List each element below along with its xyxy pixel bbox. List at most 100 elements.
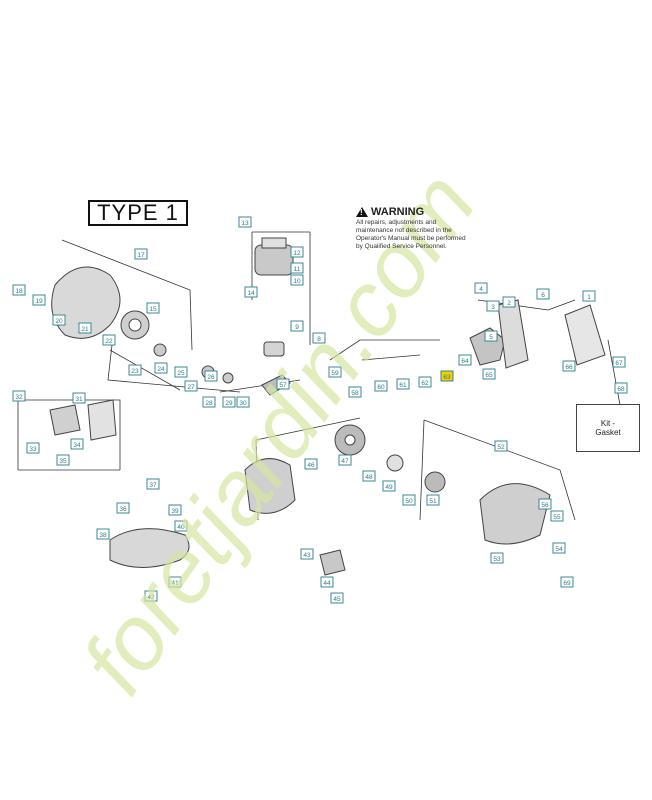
callout-64: 64 [458,354,472,366]
callout-number: 10 [293,278,301,285]
callout-22: 22 [102,334,116,346]
callout-23: 23 [128,364,142,376]
callout-box [290,246,304,258]
callout-number: 6 [541,292,545,299]
callout-box [474,282,488,294]
callout-box [536,288,550,300]
callout-28: 28 [202,396,216,408]
callout-number: 44 [323,580,331,587]
callout-number: 14 [247,290,255,297]
callout-number: 60 [377,384,385,391]
callout-box [328,366,342,378]
muffler-cover-part [564,304,606,366]
callout-box [146,302,160,314]
kit-line-1: Kit - [600,419,616,428]
callout-number: 57 [279,382,287,389]
callout-number: 37 [149,482,157,489]
callout-number: 2 [507,300,511,307]
warning-triangle-icon [356,207,368,217]
clutch-drum-part [386,454,404,472]
callout-box [56,454,70,466]
callout-number: 42 [147,594,155,601]
callout-box [174,366,188,378]
callout-number: 59 [331,370,339,377]
callout-box [202,396,216,408]
callout-number: 56 [541,502,549,509]
callout-number: 5 [489,334,493,341]
callout-box [72,392,86,404]
callout-box [426,494,440,506]
callout-box [134,248,148,260]
callout-number: 15 [149,306,157,313]
callout-number: 54 [555,546,563,553]
callout-box [290,262,304,274]
callout-box [244,286,258,298]
callout-box [26,442,40,454]
callout-number: 51 [429,498,437,505]
callout-number: 32 [15,394,23,401]
callout-36: 36 [116,502,130,514]
callout-68: 68 [614,382,628,394]
callout-box [290,274,304,286]
callout-box [102,334,116,346]
callout-number: 45 [333,596,341,603]
callout-number: 34 [73,442,81,449]
callout-box [204,370,218,382]
callout-number: 58 [351,390,359,397]
callout-number: 12 [293,250,301,257]
callout-number: 28 [205,400,213,407]
callout-number: 61 [399,382,407,389]
callout-63: 63 [440,370,454,382]
kit-gasket-box: Kit - Gasket [576,404,640,452]
callout-67: 67 [612,356,626,368]
callout-42: 42 [144,590,158,602]
callout-number: 19 [35,298,43,305]
callout-box [12,390,26,402]
callout-box [184,380,198,392]
callout-box [418,376,432,388]
callout-number: 35 [59,458,67,465]
callout-20: 20 [52,314,66,326]
callout-box [374,380,388,392]
callout-53: 53 [490,552,504,564]
callout-45: 45 [330,592,344,604]
callout-number: 8 [317,336,321,343]
callout-17: 17 [134,248,148,260]
callout-number: 50 [405,498,413,505]
callout-27: 27 [184,380,198,392]
throttle-trigger-part [49,404,81,436]
callout-15: 15 [146,302,160,314]
callout-box [382,480,396,492]
callout-box [168,504,182,516]
callout-box [582,290,596,302]
callout-66: 66 [562,360,576,372]
callout-number: 40 [177,524,185,531]
callout-43: 43 [300,548,314,560]
callout-60: 60 [374,380,388,392]
callout-box [440,370,454,382]
warning-notice: WARNING All repairs, adjustments and mai… [356,206,468,251]
callout-number: 3 [491,304,495,311]
callout-32: 32 [12,390,26,402]
callout-number: 24 [157,366,165,373]
callout-box [96,528,110,540]
callout-number: 53 [493,556,501,563]
callout-26: 26 [204,370,218,382]
callout-number: 17 [137,252,145,259]
callout-box [552,542,566,554]
callout-box [614,382,628,394]
callout-box [168,576,182,588]
callout-box [304,458,318,470]
cylinder-part [254,244,294,276]
callout-57: 57 [276,378,290,390]
callout-number: 55 [553,514,561,521]
callout-box [396,378,410,390]
callout-box [12,284,26,296]
callout-number: 22 [105,338,113,345]
callout-number: 31 [75,396,83,403]
callout-37: 37 [146,478,160,490]
callout-48: 48 [362,470,376,482]
callout-box [494,440,508,452]
